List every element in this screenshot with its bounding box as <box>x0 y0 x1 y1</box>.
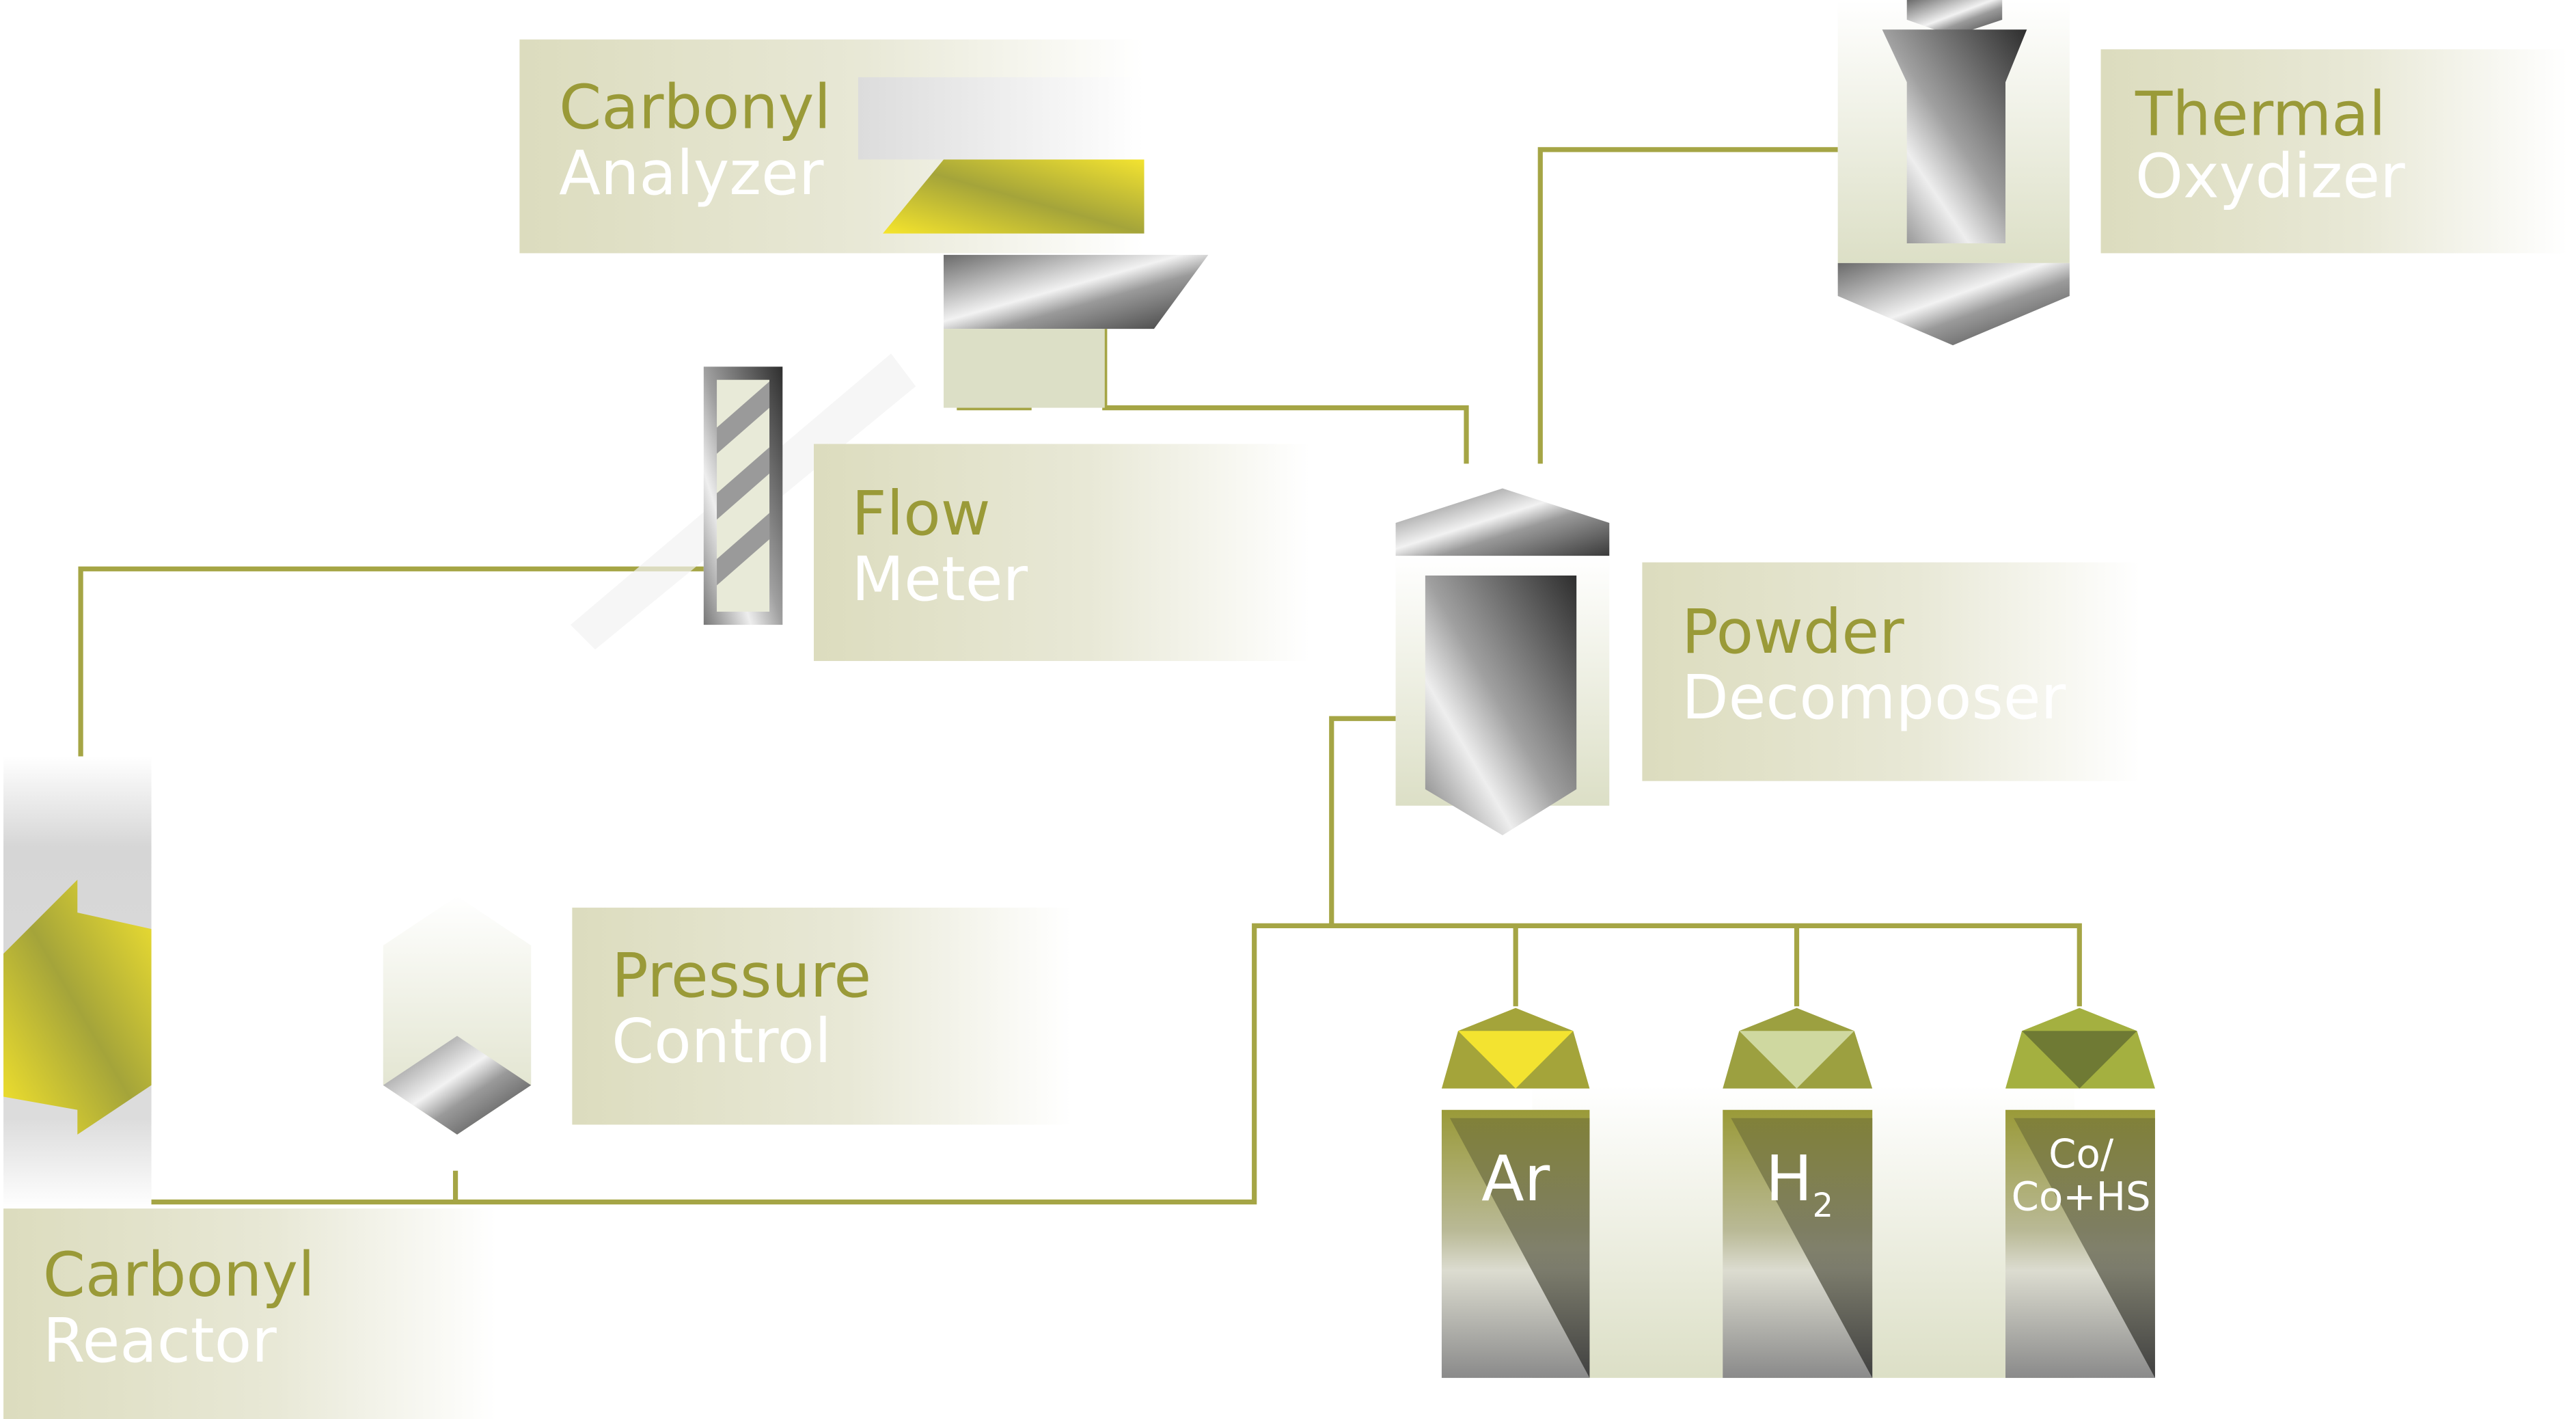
label-line1: Carbonyl <box>43 1239 315 1310</box>
cap-facet <box>1457 1031 1574 1089</box>
analyzer-base <box>944 254 1209 329</box>
oxydizer-core <box>1882 29 2027 244</box>
analyzer-top <box>858 77 1145 160</box>
label-box <box>3 1208 497 1419</box>
label-line2: Oxydizer <box>2135 141 2405 212</box>
gas-cylinder-h2[interactable]: H2 <box>1723 1008 1873 1378</box>
label-box <box>572 907 1072 1125</box>
label-line2: Decomposer <box>1682 662 2066 733</box>
reactor-body <box>3 879 152 1135</box>
carbonyl-reactor[interactable]: Carbonyl Reactor <box>3 756 497 1419</box>
cap-facet <box>2022 1031 2137 1089</box>
label-line1: Thermal <box>2135 78 2386 149</box>
flow-meter[interactable]: Flow Meter <box>570 353 1311 662</box>
flow-meter-stripes <box>717 381 770 586</box>
carbonyl-analyzer[interactable]: Carbonyl Analyzer <box>519 39 1209 408</box>
label-box <box>1642 562 2141 781</box>
analyzer-body <box>883 159 1145 234</box>
gas-cylinder-co[interactable]: Co/ Co+HS <box>2005 1008 2155 1378</box>
thermal-oxydizer[interactable]: Thermal Oxydizer <box>1837 0 2568 346</box>
label-line1: Carbonyl <box>559 72 831 143</box>
cylinder-label-line1: Co/ <box>2049 1131 2114 1177</box>
gas-cylinder-ar[interactable]: Ar <box>1441 1008 1590 1378</box>
pressure-control[interactable]: Pressure Control <box>383 896 1072 1135</box>
label-line2: Analyzer <box>559 137 824 208</box>
oxydizer-top <box>1906 0 2003 36</box>
label-line1: Pressure <box>612 940 871 1011</box>
cylinder-label: Ar <box>1481 1142 1550 1215</box>
decomposer-core <box>1425 575 1577 836</box>
cylinder-shade <box>1731 1118 1873 1378</box>
label-line2: Meter <box>851 543 1028 614</box>
oxydizer-base <box>1837 262 2070 346</box>
cylinder-label-line2: Co+HS <box>2012 1173 2151 1219</box>
powder-decomposer[interactable]: Powder Decomposer <box>1395 488 2141 836</box>
analyzer-stand <box>944 329 1105 408</box>
pipes <box>78 147 2082 1209</box>
label-box <box>2100 49 2568 254</box>
cylinder-label: H2 <box>1766 1142 1833 1225</box>
label-line2: Reactor <box>43 1305 277 1376</box>
cap-facet <box>1739 1031 1854 1089</box>
label-line1: Powder <box>1682 596 1904 667</box>
label-line2: Control <box>612 1005 832 1077</box>
label-box <box>813 444 1311 662</box>
decomposer-top <box>1395 488 1610 556</box>
label-line1: Flow <box>851 478 990 549</box>
